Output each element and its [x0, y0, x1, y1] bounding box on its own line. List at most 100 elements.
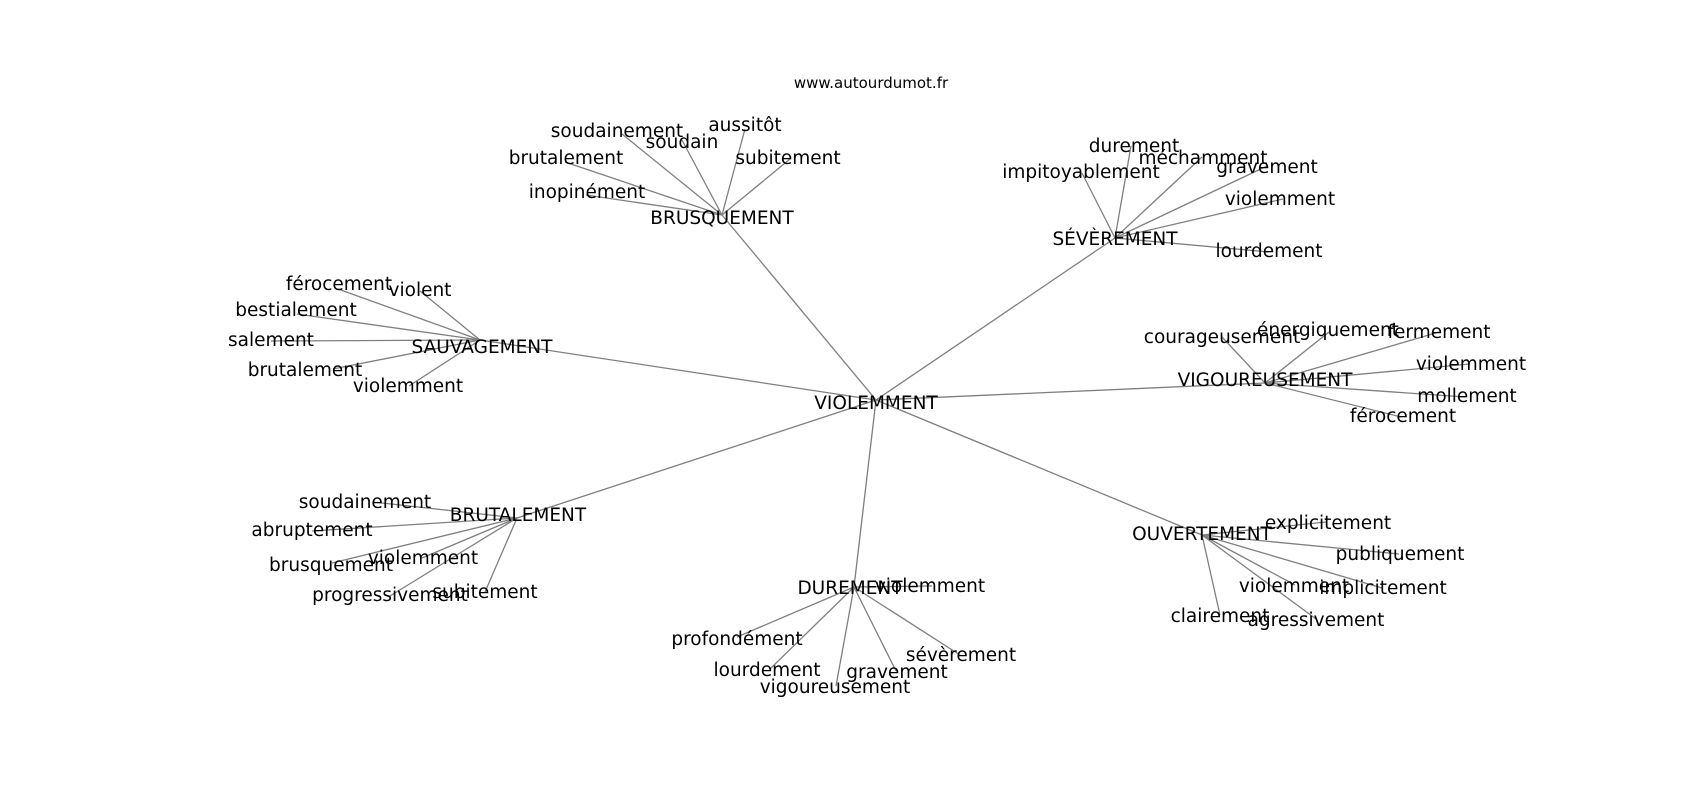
- leaf-word-label[interactable]: brutalement: [509, 148, 624, 169]
- graph-edges: [270, 128, 1471, 687]
- leaf-word-label[interactable]: violemment: [353, 376, 463, 397]
- center-word-label[interactable]: VIOLEMMENT: [814, 393, 938, 414]
- edge-branch-to-leaf: [484, 517, 518, 593]
- edge-branch-to-leaf: [1114, 156, 1203, 239]
- edge-branch-to-leaf: [721, 158, 791, 216]
- leaf-word-label[interactable]: brutalement: [248, 360, 363, 381]
- edge-branch-to-leaf: [296, 313, 481, 341]
- leaf-word-label[interactable]: subitement: [735, 148, 840, 169]
- edge-branch-to-leaf: [372, 501, 518, 519]
- branch-word-label[interactable]: BRUSQUEMENT: [650, 208, 794, 229]
- edge-branch-to-leaf: [585, 194, 723, 216]
- edge-branch-to-leaf: [853, 586, 961, 656]
- leaf-word-label[interactable]: lourdement: [714, 660, 821, 681]
- leaf-word-label[interactable]: inopinément: [529, 182, 646, 203]
- branch-word-label[interactable]: VIGOUREUSEMENT: [1178, 370, 1354, 391]
- leaf-word-label[interactable]: salement: [228, 330, 314, 351]
- edge-branch-to-leaf: [1201, 534, 1383, 589]
- leaf-word-label[interactable]: aussitôt: [708, 115, 781, 136]
- leaf-word-label[interactable]: brusquement: [269, 555, 393, 576]
- leaf-word-label[interactable]: soudain: [646, 132, 719, 153]
- edge-branch-to-leaf: [311, 517, 518, 532]
- leaf-word-label[interactable]: soudainement: [299, 492, 431, 513]
- edge-branch-to-leaf: [1201, 534, 1296, 586]
- edge-branch-to-leaf: [1201, 534, 1221, 616]
- edge-branch-to-leaf: [621, 133, 723, 216]
- leaf-word-label[interactable]: férocement: [286, 274, 392, 295]
- edge-branch-to-leaf: [421, 517, 518, 559]
- edge-branch-to-leaf: [1114, 198, 1284, 239]
- edge-branch-to-leaf: [1201, 534, 1400, 555]
- edge-center-to-branch: [516, 399, 877, 519]
- edge-center-to-branch: [853, 399, 877, 588]
- leaf-word-label[interactable]: publiquement: [1336, 544, 1465, 565]
- edge-branch-to-leaf: [1201, 534, 1317, 620]
- leaf-word-label[interactable]: durement: [1089, 136, 1179, 157]
- leaf-word-label[interactable]: violemment: [1225, 189, 1335, 210]
- branch-word-label[interactable]: SAUVAGEMENT: [412, 337, 554, 358]
- edge-branch-to-leaf: [1081, 172, 1116, 239]
- leaf-word-label[interactable]: soudainement: [551, 121, 683, 142]
- leaf-word-label[interactable]: violent: [389, 280, 452, 301]
- leaf-word-label[interactable]: fermement: [1388, 322, 1491, 343]
- leaf-word-label[interactable]: gravement: [1216, 157, 1317, 178]
- edge-branch-to-leaf: [331, 517, 518, 564]
- leaf-word-label[interactable]: courageusement: [1144, 327, 1300, 348]
- source-label: www.autourdumot.fr: [794, 74, 949, 92]
- branch-word-label[interactable]: OUVERTEMENT: [1132, 524, 1272, 545]
- leaf-word-label[interactable]: profondément: [671, 629, 802, 650]
- edge-branch-to-leaf: [736, 586, 855, 638]
- edge-branch-to-leaf: [769, 586, 855, 670]
- leaf-word-label[interactable]: mollement: [1417, 386, 1516, 407]
- branch-word-label[interactable]: DUREMENT: [797, 578, 903, 599]
- leaf-word-label[interactable]: gravement: [846, 662, 947, 683]
- edge-branch-to-leaf: [853, 586, 897, 672]
- edge-center-to-branch: [479, 339, 877, 401]
- branch-word-label[interactable]: SÉVÈREMENT: [1052, 228, 1178, 250]
- leaf-word-label[interactable]: bestialement: [235, 300, 356, 321]
- edge-branch-to-leaf: [419, 290, 481, 341]
- edge-branch-to-leaf: [389, 517, 518, 597]
- edge-center-to-branch: [875, 237, 1116, 401]
- edge-branch-to-leaf: [1264, 382, 1466, 398]
- edge-branch-to-leaf: [1264, 382, 1402, 418]
- edge-branch-to-leaf: [1201, 521, 1327, 536]
- edge-branch-to-leaf: [681, 139, 723, 216]
- edge-branch-to-leaf: [1114, 145, 1132, 239]
- leaf-word-label[interactable]: impitoyablement: [1002, 162, 1160, 183]
- leaf-word-label[interactable]: implicitement: [1319, 578, 1447, 599]
- edge-center-to-branch: [875, 382, 1266, 401]
- edge-branch-to-leaf: [835, 586, 855, 687]
- leaf-word-label[interactable]: clairement: [1171, 606, 1270, 627]
- edge-center-to-branch: [721, 214, 877, 401]
- leaf-word-label[interactable]: abruptement: [251, 520, 372, 541]
- leaf-word-label[interactable]: sévèrement: [906, 645, 1016, 666]
- edge-center-to-branch: [875, 399, 1203, 536]
- branch-word-label[interactable]: BRUTALEMENT: [450, 505, 587, 526]
- leaf-word-label[interactable]: lourdement: [1216, 241, 1323, 262]
- leaf-word-label[interactable]: violemment: [1416, 354, 1526, 375]
- edge-branch-to-leaf: [564, 161, 723, 216]
- edge-branch-to-leaf: [408, 339, 481, 387]
- edge-branch-to-leaf: [1264, 331, 1330, 384]
- edge-branch-to-leaf: [1221, 336, 1266, 384]
- leaf-word-label[interactable]: subitement: [432, 582, 537, 603]
- leaf-word-label[interactable]: énergiquement: [1257, 320, 1399, 341]
- leaf-word-label[interactable]: vigoureusement: [760, 677, 911, 698]
- edge-branch-to-leaf: [721, 128, 746, 216]
- leaf-word-label[interactable]: violemment: [1239, 576, 1349, 597]
- edge-branch-to-leaf: [1264, 331, 1440, 384]
- leaf-word-label[interactable]: férocement: [1350, 406, 1456, 427]
- leaf-word-label[interactable]: violemment: [368, 548, 478, 569]
- edge-branch-to-leaf: [853, 585, 933, 588]
- leaf-word-label[interactable]: agressivement: [1248, 610, 1385, 631]
- edge-branch-to-leaf: [332, 339, 481, 370]
- leaf-word-label[interactable]: méchamment: [1138, 148, 1267, 169]
- leaf-word-label[interactable]: explicitement: [1265, 513, 1391, 534]
- leaf-word-label[interactable]: violemment: [875, 576, 985, 597]
- edge-branch-to-leaf: [337, 288, 481, 341]
- leaf-word-label[interactable]: progressivement: [312, 585, 468, 606]
